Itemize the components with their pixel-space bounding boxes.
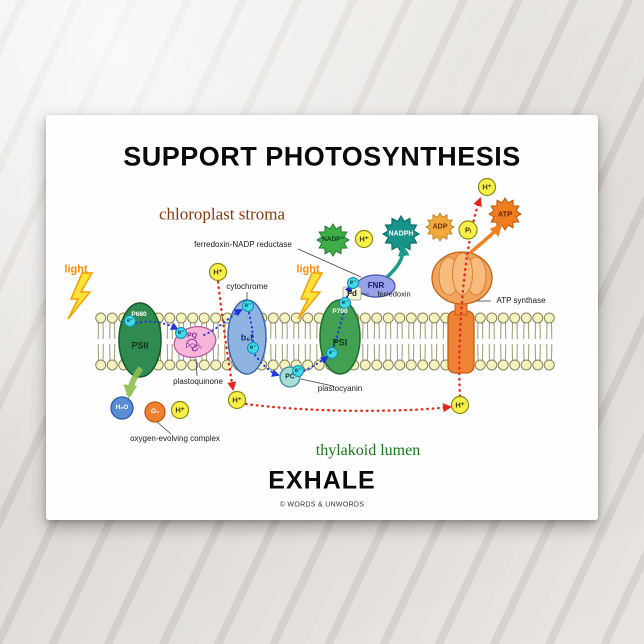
cytochrome-label: cytochrome <box>226 282 268 291</box>
o2-label: O₂ <box>151 407 159 415</box>
lightning-icon <box>67 272 93 320</box>
h-plus-label: H⁺ <box>359 234 369 244</box>
electron-label: e⁻ <box>349 280 357 286</box>
pi-circle <box>458 220 478 240</box>
electron-label: e⁻ <box>341 300 349 306</box>
oec-label: oxygen-evolving complex <box>130 434 220 443</box>
ferredoxin-label: ferredoxin <box>377 289 411 299</box>
stroma-label: chloroplast stroma <box>158 204 286 224</box>
pq-label: PQ <box>186 332 198 340</box>
light-label-left: light <box>64 263 88 276</box>
electron-label: e⁻ <box>328 350 336 356</box>
fnr-full-label: ferredoxin-NADP reductase <box>194 240 292 249</box>
pc-label: PC <box>285 373 295 381</box>
copyright-text: © WORDS & UNWORDS <box>279 501 365 509</box>
h-plus-label: H⁺ <box>482 182 492 192</box>
atp-label: ATP <box>497 209 513 219</box>
nadp-label: NADP⁺ <box>322 235 344 243</box>
electron-label: e⁻ <box>294 368 302 374</box>
postcard: SUPPORT PHOTOSYNTHESIS chloroplast strom… <box>46 115 598 520</box>
proton-circles <box>170 177 497 420</box>
pqh2-label: PQH₂ <box>185 342 203 350</box>
electron-label: e⁻ <box>126 318 134 324</box>
h-plus-label: H⁺ <box>455 400 465 410</box>
h-plus-label: H⁺ <box>232 395 242 405</box>
proton-path-arrows <box>216 197 482 413</box>
pq-spiral <box>186 338 198 352</box>
atp-arrow <box>468 223 502 255</box>
fd-label: Fd <box>347 289 357 298</box>
oxygen-circle <box>144 401 166 423</box>
b6f-label: b₆f <box>240 332 254 343</box>
electron-path-arrows <box>135 284 352 377</box>
electron-label: e⁻ <box>177 330 185 336</box>
adp-label: ADP <box>432 223 448 231</box>
nadph-label: NADPH <box>388 230 414 238</box>
water-circle <box>110 396 134 420</box>
nadph-arrow <box>385 244 410 279</box>
electron-label: e⁻ <box>249 345 257 351</box>
plastocyanin-label: plastocyanin <box>317 384 363 393</box>
photosynthesis-diagram <box>67 177 555 435</box>
water-split-arrow <box>123 366 144 399</box>
electron-label: e⁻ <box>244 303 252 309</box>
light-label-right: light <box>296 263 320 276</box>
plastoquinone-label: plastoquinone <box>173 377 223 386</box>
h-plus-label: H⁺ <box>175 405 185 415</box>
p700-label: P700 <box>332 307 348 315</box>
postcard-title: SUPPORT PHOTOSYNTHESIS <box>123 141 521 172</box>
atp-synthase-shape <box>431 251 493 374</box>
h-plus-label: H⁺ <box>213 267 223 277</box>
lumen-label: thylakoid lumen <box>315 442 421 459</box>
atp-synthase-label: ATP synthase <box>496 296 546 305</box>
exhale-text: EXHALE <box>268 466 376 495</box>
psi-label: PSI <box>332 337 348 348</box>
electron-circles <box>124 277 359 377</box>
fnr-label: FNR <box>367 281 385 290</box>
psii-label: PSII <box>131 340 149 351</box>
pi-label: Pᵢ <box>464 225 472 235</box>
p680-label: P680 <box>131 310 147 318</box>
h2o-label: H₂O <box>115 403 129 411</box>
